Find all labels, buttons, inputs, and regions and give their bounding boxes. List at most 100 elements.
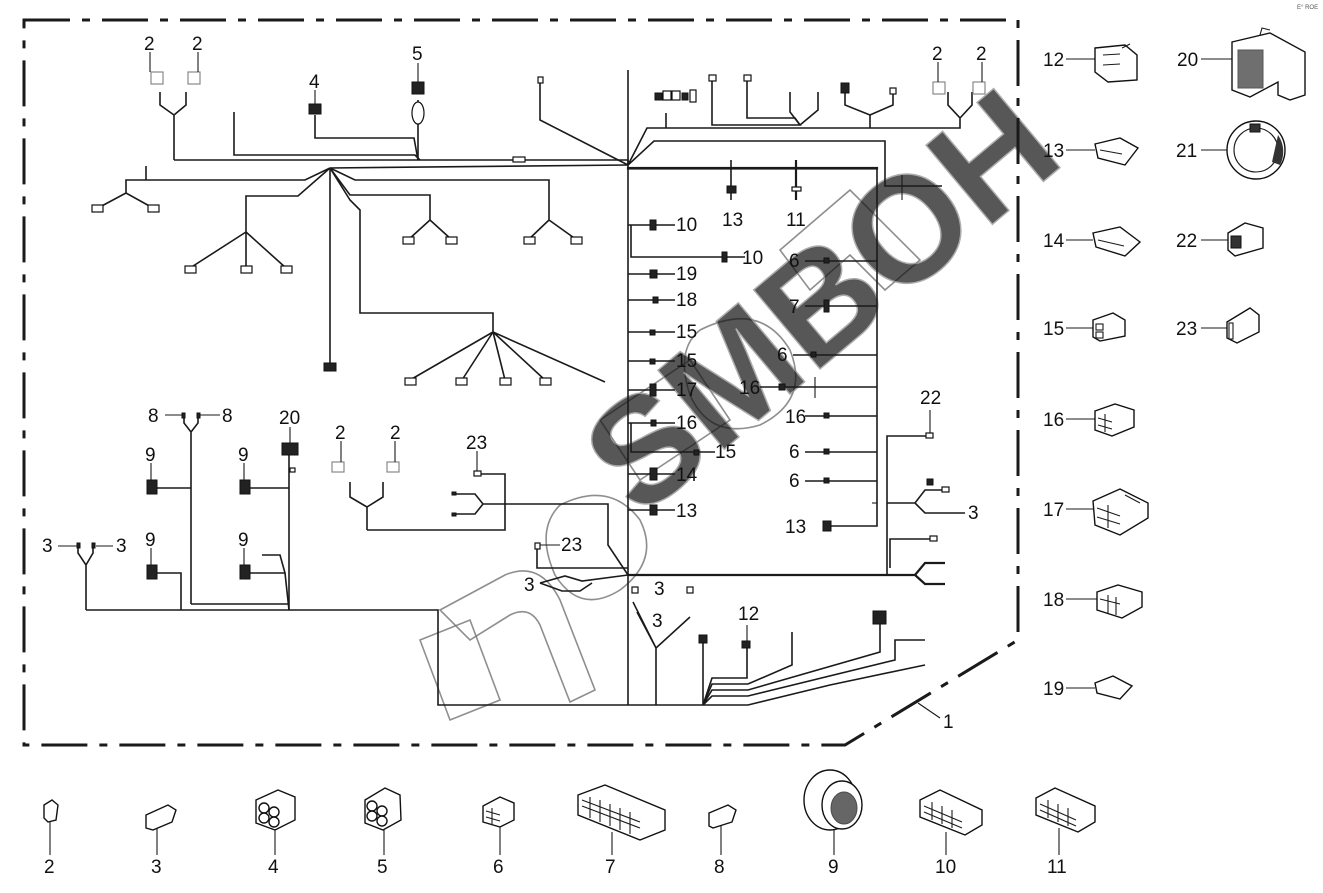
part-10[interactable]: 10 (919, 789, 983, 878)
part-number: 19 (1043, 679, 1064, 700)
label-14: 14 (676, 465, 698, 486)
label-6: 6 (777, 345, 788, 366)
parts-catalog-bottom: 2 3 4 5 6 (43, 769, 1096, 878)
label-7: 7 (789, 297, 800, 318)
label-5: 5 (412, 44, 423, 65)
part-19[interactable]: 19 (1043, 675, 1134, 700)
label-2: 2 (932, 44, 943, 65)
part-number: 6 (493, 857, 504, 878)
part-number: 12 (1043, 50, 1064, 71)
upper-harness-connectors (91, 71, 583, 386)
part-18[interactable]: 18 (1043, 584, 1143, 619)
part-number: 5 (377, 857, 388, 878)
part-17[interactable]: 17 (1043, 488, 1149, 536)
part-12[interactable]: 12 (1043, 43, 1138, 83)
label-9: 9 (238, 445, 249, 466)
label-20: 20 (279, 408, 300, 429)
label-2: 2 (335, 423, 346, 444)
label-23: 23 (561, 535, 582, 556)
upper-harness-wires (97, 70, 629, 705)
part-number: 9 (828, 857, 839, 878)
label-10: 10 (742, 248, 763, 269)
label-23: 23 (466, 433, 487, 454)
part-number: 14 (1043, 231, 1065, 252)
part-number: 17 (1043, 500, 1064, 521)
label-3: 3 (524, 575, 535, 596)
part-number: 15 (1043, 319, 1064, 340)
part-number: 10 (935, 857, 956, 878)
harness-boundary-frame (22, 18, 1020, 747)
label-9: 9 (145, 530, 156, 551)
bottom-center-harness: 3 3 12 (628, 579, 926, 706)
part-number: 11 (1047, 857, 1067, 878)
label-2: 2 (390, 423, 401, 444)
part-8[interactable]: 8 (708, 804, 737, 878)
part-14[interactable]: 14 (1043, 226, 1142, 257)
center-panel-labels: 13 11 10 10 19 18 15 15 17 16 15 14 13 6… (676, 210, 806, 538)
label-22: 22 (920, 388, 941, 409)
label-19: 19 (676, 264, 697, 285)
label-2: 2 (976, 44, 987, 65)
label-3: 3 (654, 579, 665, 600)
label-15: 15 (715, 442, 736, 463)
label-6: 6 (789, 251, 800, 272)
part-number: 21 (1176, 141, 1197, 162)
label-10: 10 (676, 215, 697, 236)
label-2: 2 (192, 34, 203, 55)
part-23[interactable]: 23 (1176, 307, 1260, 344)
part-20[interactable]: 20 (1177, 27, 1306, 101)
label-18: 18 (676, 290, 697, 311)
label-16: 16 (785, 407, 806, 428)
frame-leader (917, 702, 941, 719)
part-number: 23 (1176, 319, 1197, 340)
label-15: 15 (676, 322, 697, 343)
part-number: 7 (605, 857, 616, 878)
part-number: 2 (44, 857, 55, 878)
label-8: 8 (148, 406, 159, 427)
label-11: 11 (786, 210, 806, 231)
label-3: 3 (968, 503, 979, 524)
part-6[interactable]: 6 (482, 796, 515, 878)
part-number: 20 (1177, 50, 1198, 71)
label-13: 13 (676, 501, 697, 522)
label-3: 3 (652, 611, 663, 632)
part-number: 22 (1176, 231, 1197, 252)
part-11[interactable]: 11 (1035, 787, 1096, 878)
part-15[interactable]: 15 (1043, 312, 1126, 342)
upper-harness-labels: 2 2 4 5 (144, 34, 423, 104)
part-number: 4 (268, 857, 279, 878)
part-2[interactable]: 2 (43, 799, 59, 878)
label-13: 13 (722, 210, 743, 231)
label-13: 13 (785, 517, 806, 538)
part-number: 13 (1043, 141, 1064, 162)
frame-label: 1 (943, 712, 954, 733)
label-8: 8 (222, 406, 233, 427)
part-3[interactable]: 3 (145, 804, 177, 878)
part-7[interactable]: 7 (577, 784, 666, 878)
label-15: 15 (676, 351, 697, 372)
label-3: 3 (116, 536, 127, 557)
label-6: 6 (789, 442, 800, 463)
corner-code: E° ROE (1297, 5, 1318, 11)
center-panel-connectors (649, 185, 832, 532)
part-5[interactable]: 5 (364, 787, 402, 878)
part-number: 18 (1043, 590, 1064, 611)
label-4: 4 (309, 72, 320, 93)
part-21[interactable]: 21 (1176, 120, 1286, 180)
part-9[interactable]: 9 (803, 769, 863, 878)
part-number: 3 (151, 857, 162, 878)
label-12: 12 (738, 604, 759, 625)
part-22[interactable]: 22 (1176, 222, 1264, 257)
label-9: 9 (145, 445, 156, 466)
label-16: 16 (739, 378, 760, 399)
part-16[interactable]: 16 (1043, 403, 1135, 437)
label-2: 2 (144, 34, 155, 55)
right-branch: 22 3 (628, 388, 979, 586)
label-9: 9 (238, 530, 249, 551)
part-4[interactable]: 4 (255, 789, 296, 878)
part-13[interactable]: 13 (1043, 137, 1140, 166)
part-number: 8 (714, 857, 725, 878)
part-number: 16 (1043, 410, 1064, 431)
upper-right-connectors: 2 2 (654, 44, 987, 103)
